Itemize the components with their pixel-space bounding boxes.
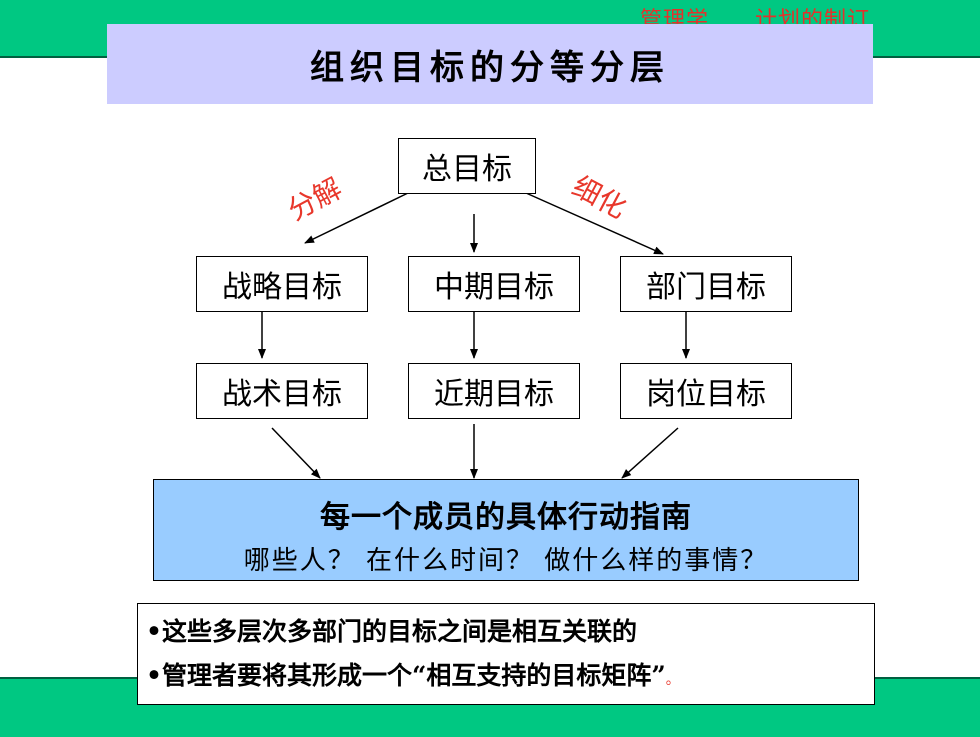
nearterm-goal-node: 近期目标 <box>408 363 580 419</box>
notes-box: •这些多层次多部门的目标之间是相互关联的 •管理者要将其形成一个“相互支持的目标… <box>137 603 875 705</box>
note-line-2-end-mark: 。 <box>665 672 680 688</box>
post-goal-node: 岗位目标 <box>620 363 792 419</box>
arrow-root-to-department <box>525 192 664 255</box>
slide-title: 组织目标的分等分层 <box>310 47 670 88</box>
note-line-2-text: •管理者要将其形成一个“相互支持的目标矩阵” <box>146 661 666 690</box>
action-guide-questions: 哪些人？ 在什么时间？ 做什么样的事情？ <box>243 546 769 576</box>
department-goal-node: 部门目标 <box>620 256 792 312</box>
action-guide-box: 每一个成员的具体行动指南 哪些人？ 在什么时间？ 做什么样的事情？ <box>153 479 859 581</box>
root-goal-node: 总目标 <box>398 138 536 194</box>
tactic-goal-node: 战术目标 <box>196 363 368 419</box>
note-line-1: •这些多层次多部门的目标之间是相互关联的 <box>146 617 637 646</box>
arrow-post-to-guide <box>621 427 679 479</box>
midterm-goal-node: 中期目标 <box>408 256 580 312</box>
title-banner: 组织目标的分等分层 <box>107 24 873 104</box>
note-line-2: •管理者要将其形成一个“相互支持的目标矩阵”。 <box>146 654 874 702</box>
arrow-root-to-strategy <box>304 192 409 244</box>
arrow-tactic-to-guide <box>271 427 321 479</box>
strategy-goal-node: 战略目标 <box>196 256 368 312</box>
action-guide-title: 每一个成员的具体行动指南 <box>320 500 692 535</box>
